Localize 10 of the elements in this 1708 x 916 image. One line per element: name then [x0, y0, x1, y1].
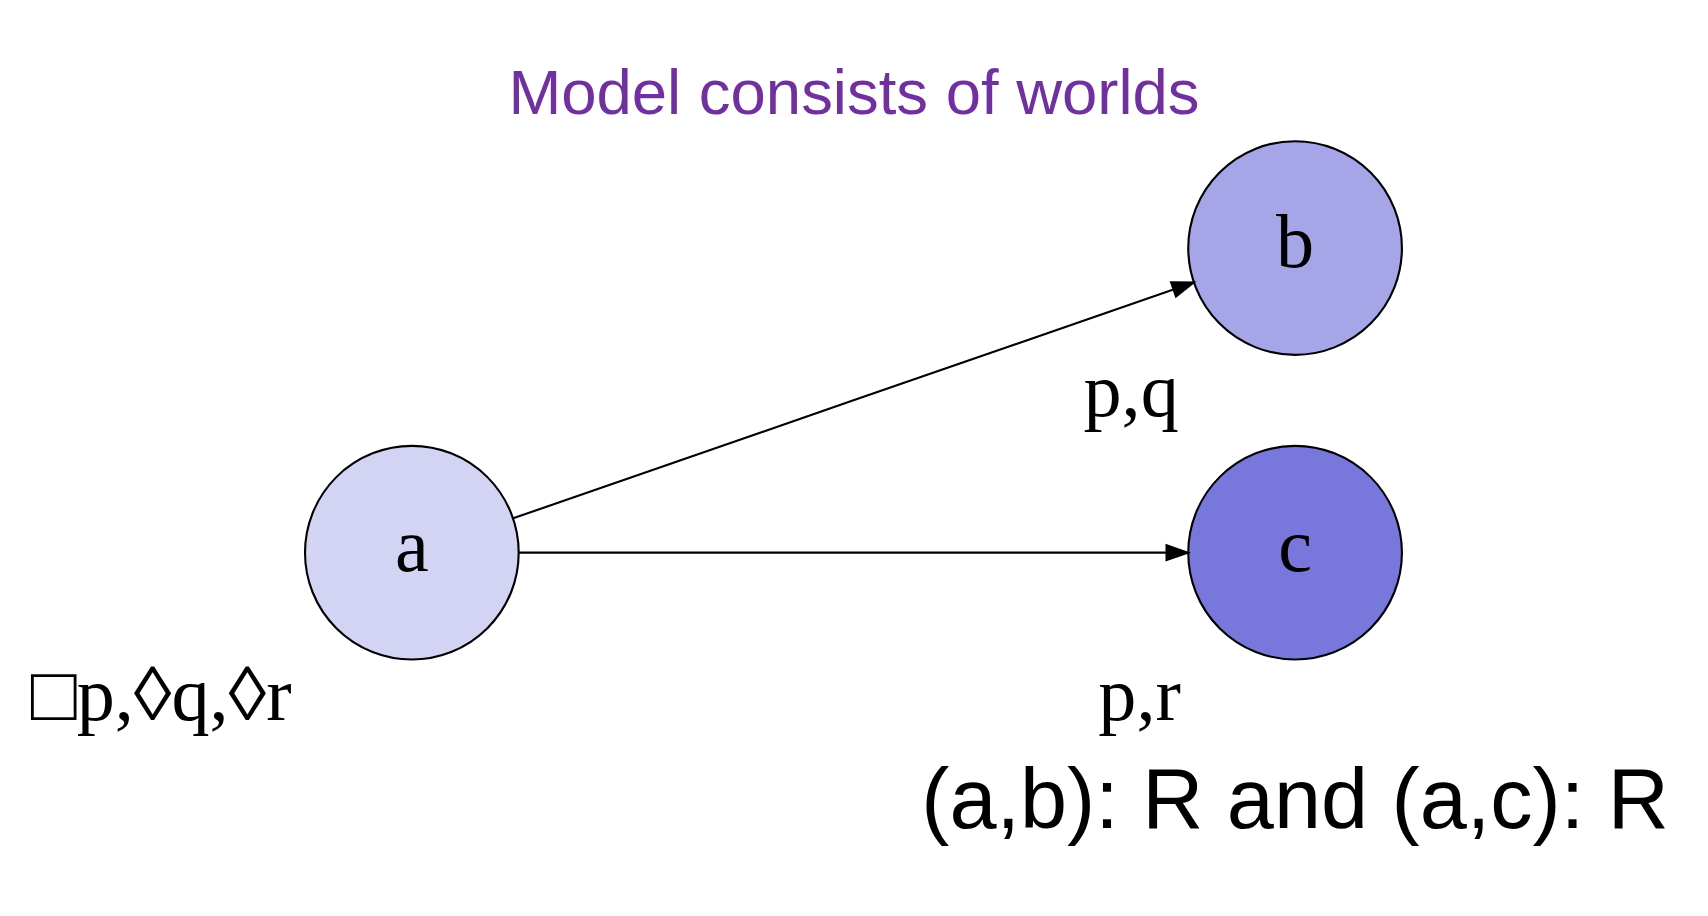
node-label: p,q [1083, 347, 1179, 432]
arrow [519, 543, 1191, 562]
node-circle: c [1187, 444, 1403, 661]
caption: (a,b): R and (a,c): R [921, 750, 1669, 846]
node-circle: b [1187, 140, 1403, 356]
node-circle: a [303, 444, 520, 661]
node-label: p,r [1098, 652, 1181, 737]
arrow [512, 281, 1197, 520]
node-label: □p,◊q,◊r [30, 652, 292, 737]
diagram-title: Model consists of worlds [508, 56, 1200, 127]
